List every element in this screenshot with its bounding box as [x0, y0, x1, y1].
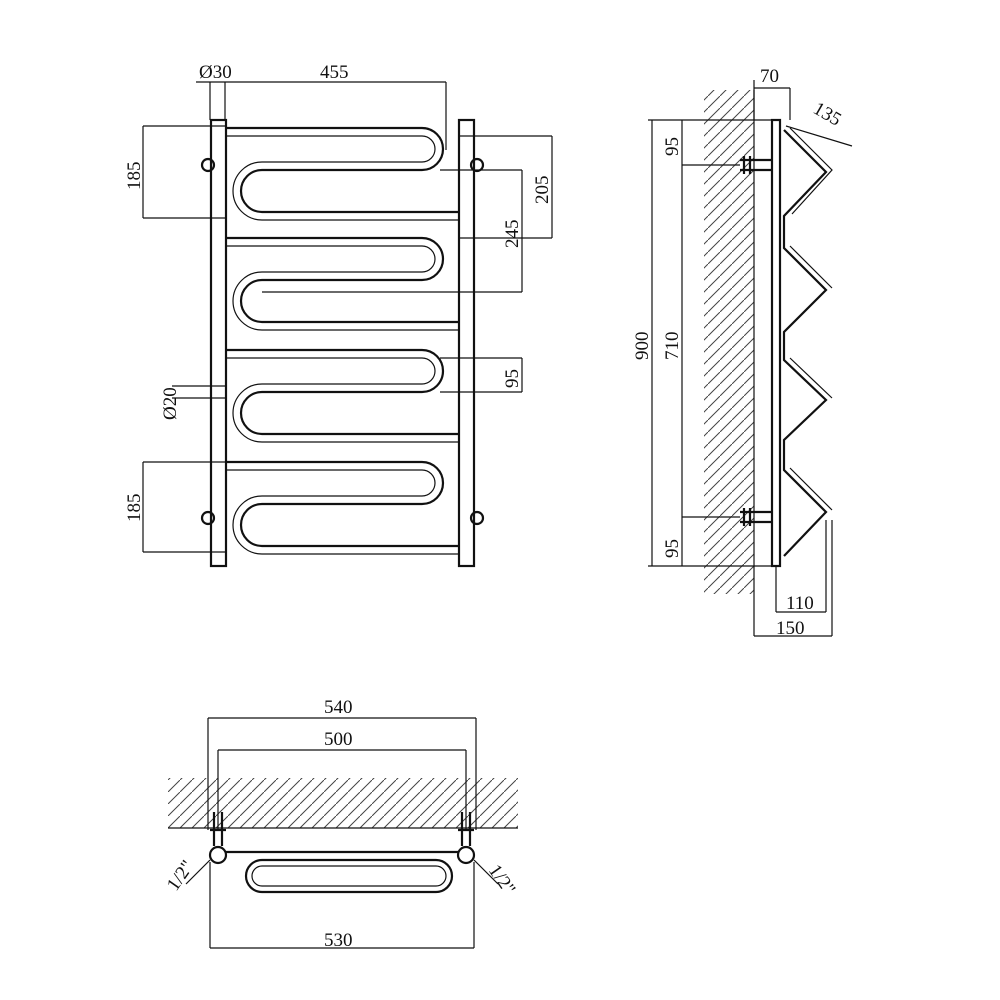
bracket-knob: [200, 157, 216, 173]
bottom-bracket: [740, 508, 772, 526]
dim-small-pipe: Ø20: [160, 387, 181, 420]
dim-205: 205: [532, 176, 553, 205]
thread-right: 1/2": [484, 861, 520, 899]
bracket-knob: [469, 157, 485, 173]
left-post: [209, 118, 228, 568]
dim-width-455: 455: [320, 62, 349, 83]
dim-900: 900: [632, 332, 653, 361]
dim-110: 110: [786, 593, 814, 614]
bracket-knob: [200, 510, 216, 526]
dim-top-185: 185: [124, 162, 145, 191]
dim-135: 135: [810, 98, 845, 130]
right-post: [457, 118, 476, 568]
left-connection: [208, 845, 228, 865]
dim-top-95: 95: [662, 137, 683, 156]
bracket-knob: [469, 510, 485, 526]
top-view: 540 500 530 1/2" 1/2": [163, 697, 520, 951]
right-connection: [456, 845, 476, 865]
side-post: [770, 118, 782, 568]
dim-bottom-95: 95: [662, 539, 683, 558]
wall-hatch-top: [168, 778, 518, 828]
dim-95: 95: [502, 369, 523, 388]
dim-pipe-diameter: Ø30: [199, 62, 232, 83]
coil-top-outline: [244, 858, 454, 894]
dim-bottom-185: 185: [124, 494, 145, 523]
dim-530: 530: [324, 930, 353, 951]
coil-profile: [782, 129, 828, 557]
dim-245: 245: [502, 220, 523, 249]
wall-hatch: [704, 90, 754, 594]
dim-70: 70: [760, 66, 779, 87]
thread-left: 1/2": [163, 857, 199, 895]
dim-150: 150: [776, 618, 805, 639]
dim-540: 540: [324, 697, 353, 718]
dim-500: 500: [324, 729, 353, 750]
front-view: Ø30 455 185 205 245 95 Ø20 185: [124, 62, 553, 568]
dim-710: 710: [662, 332, 683, 361]
side-view: 70 135 95 900 710 95 110 150: [632, 66, 853, 639]
top-bracket: [740, 156, 772, 174]
serpentine-coils: [226, 126, 459, 555]
